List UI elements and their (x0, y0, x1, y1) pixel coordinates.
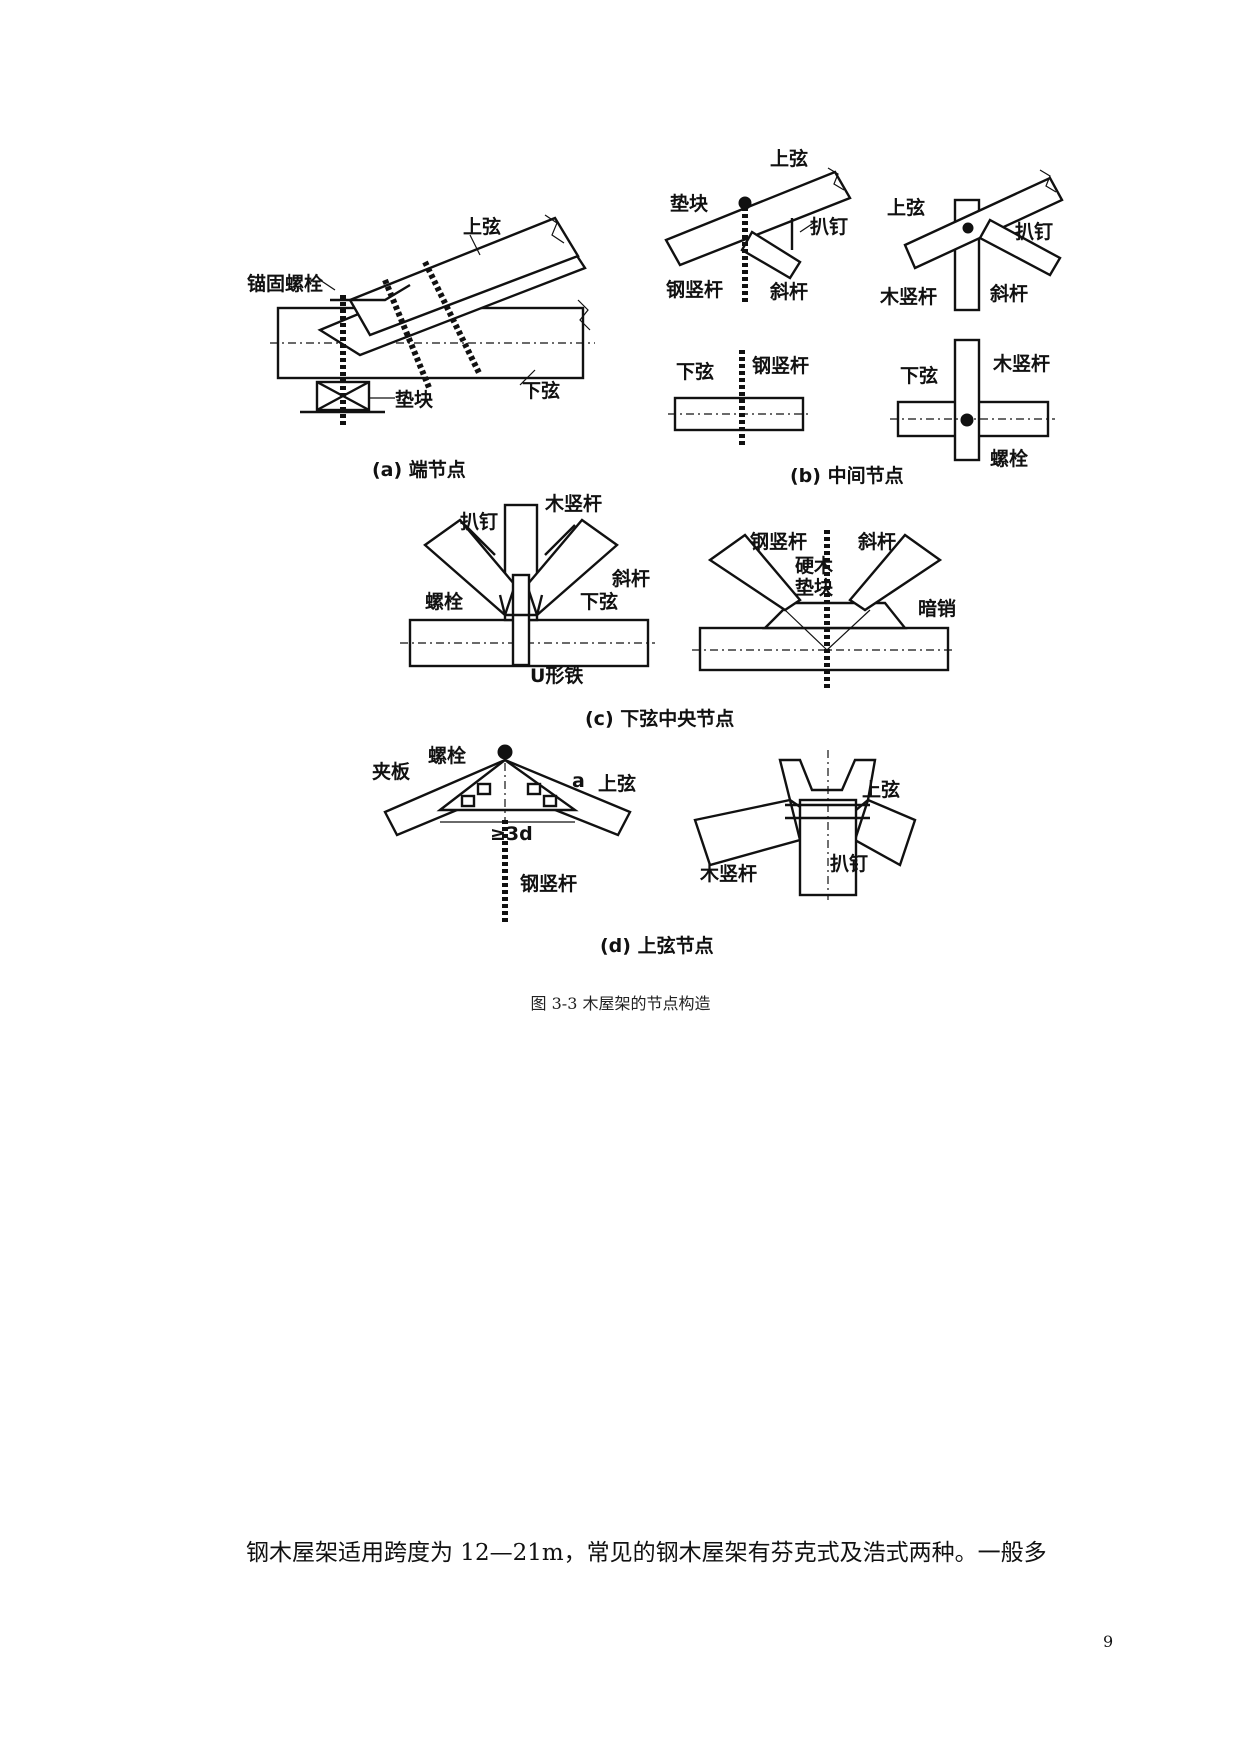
label-c-wood-vertical: 木竖杆 (544, 492, 602, 515)
figure-caption: 图 3-3 木屋架的节点构造 (530, 994, 711, 1013)
label-d-bolt: 螺栓 (428, 744, 466, 767)
label-d-splice-plate: 夹板 (372, 760, 411, 783)
label-d-dim: ≥3d (490, 823, 533, 845)
label-b-top-chord-2: 上弦 (887, 196, 925, 219)
label-a-top-chord: 上弦 (463, 215, 501, 238)
label-c-bolt: 螺栓 (425, 590, 463, 613)
caption-b: (b) 中间节点 (790, 464, 904, 487)
body-paragraph: 钢木屋架适用跨度为 12—21m，常见的钢木屋架有芬克式及浩式两种。一般多 (246, 1540, 1047, 1566)
label-a-bottom-chord: 下弦 (522, 379, 560, 402)
label-b-bolt: 螺栓 (990, 447, 1028, 470)
label-c-diagonal-1: 斜杆 (611, 567, 650, 590)
label-c-hardwood-2: 垫块 (795, 577, 834, 599)
panel-b-intermediate-joints: 垫块 上弦 扒钉 钢竖杆 斜杆 上弦 扒钉 木竖杆 斜杆 下弦 钢竖杆 下弦 木… (664, 147, 1064, 487)
label-b-diagonal-1: 斜杆 (769, 280, 808, 303)
label-d-top-chord-2: 上弦 (862, 778, 900, 801)
panel-a-end-joint: 上弦 锚固螺栓 垫块 下弦 (a) 端节点 (247, 214, 595, 481)
label-b-bottom-chord-1: 下弦 (676, 360, 714, 383)
label-c-clamp-nail: 扒钉 (460, 510, 498, 533)
label-b-pad-block: 垫块 (670, 193, 709, 215)
label-b-wood-vertical-2: 木竖杆 (992, 352, 1050, 375)
page-number: 9 (1103, 1632, 1114, 1651)
label-a-pad-block: 垫块 (395, 389, 434, 411)
label-d-clamp-nail: 扒钉 (830, 852, 868, 875)
label-c-dark-pin: 暗销 (918, 597, 956, 620)
label-b-steel-vertical-2: 钢竖杆 (752, 354, 809, 377)
label-d-top-chord-1: 上弦 (598, 772, 636, 795)
roof-truss-joint-figure: 上弦 锚固螺栓 垫块 下弦 (a) 端节点 垫块 上弦 扒钉 钢竖杆 斜杆 上弦… (247, 147, 1064, 957)
label-b-diagonal-2: 斜杆 (989, 282, 1028, 305)
panel-d-top-chord-joints: 夹板 螺栓 上弦 a ≥3d 钢竖杆 上弦 木竖杆 扒钉 (d) 上弦节点 (372, 744, 917, 957)
label-c-u-iron: U形铁 (530, 664, 583, 687)
label-b-clamp-nail-2: 扒钉 (1015, 220, 1053, 243)
label-b-top-chord-1: 上弦 (770, 147, 808, 170)
label-b-bottom-chord-2: 下弦 (900, 364, 938, 387)
label-c-bottom-chord: 下弦 (580, 590, 618, 613)
label-c-steel-vertical: 钢竖杆 (750, 530, 807, 553)
label-b-wood-vertical-1: 木竖杆 (879, 285, 937, 308)
panel-c-central-joints: 扒钉 木竖杆 斜杆 螺栓 下弦 U形铁 钢竖杆 斜杆 硬木 垫块 暗销 (c) … (400, 492, 956, 730)
label-c-diagonal-2: 斜杆 (857, 530, 896, 553)
label-c-hardwood-1: 硬木 (795, 554, 834, 577)
label-d-wood-vertical: 木竖杆 (699, 862, 757, 885)
caption-d: (d) 上弦节点 (600, 934, 714, 957)
label-a-anchor-bolt: 锚固螺栓 (247, 272, 323, 295)
caption-a: (a) 端节点 (372, 458, 466, 481)
label-d-dim-a: a (572, 770, 585, 792)
caption-c: (c) 下弦中央节点 (585, 707, 734, 730)
label-b-steel-vertical-1: 钢竖杆 (666, 278, 723, 301)
label-d-steel-vertical: 钢竖杆 (520, 872, 577, 895)
label-b-clamp-nail-1: 扒钉 (810, 215, 848, 238)
